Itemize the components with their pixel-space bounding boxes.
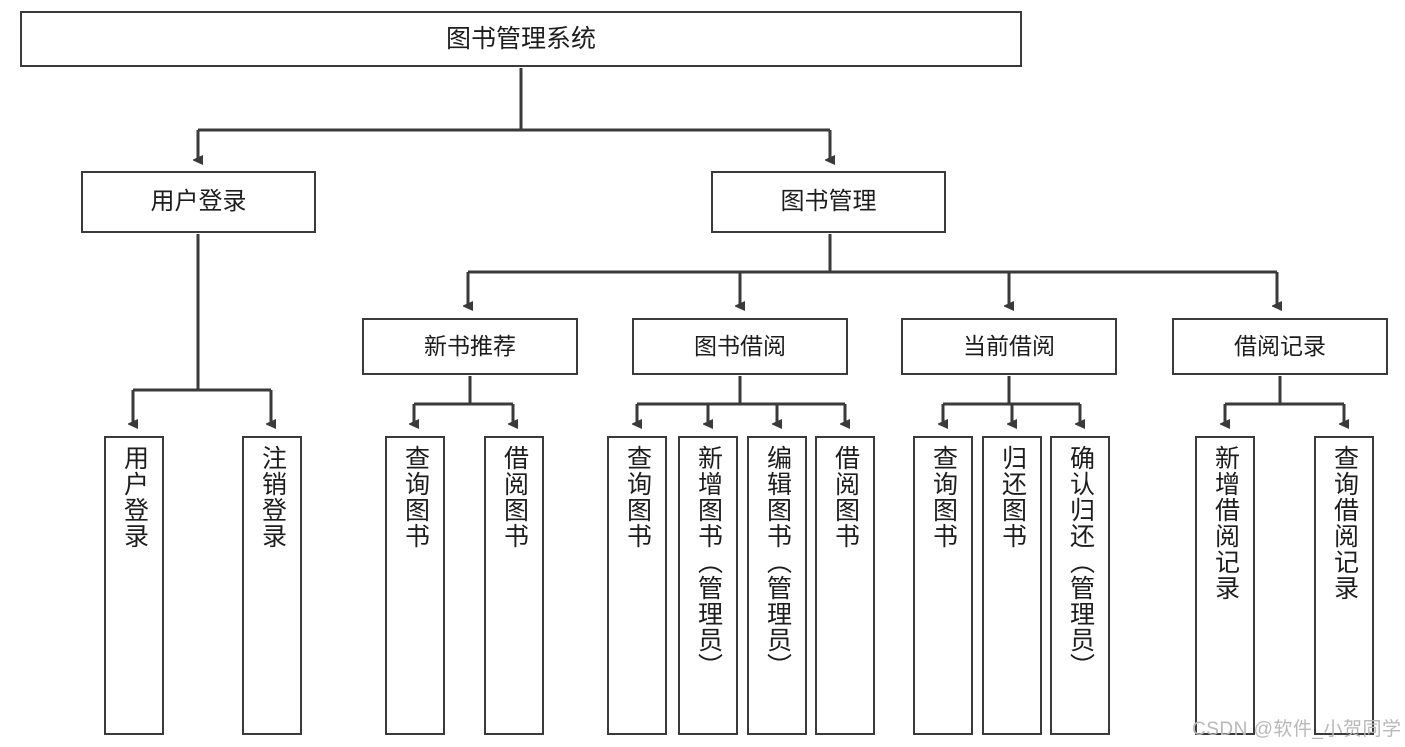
leaf-borrow-edit-book-admin[interactable]: 编辑图书（管理员） <box>747 436 807 735</box>
leaf-label: 查询图书 <box>623 445 652 549</box>
leaf-borrow-borrow-book[interactable]: 借阅图书 <box>815 436 875 735</box>
leaf-label: 注销登录 <box>258 445 287 549</box>
leaf-label: 借阅图书 <box>831 445 860 549</box>
leaf-current-return-book[interactable]: 归还图书 <box>982 436 1042 735</box>
leaf-record-add-record[interactable]: 新增借阅记录 <box>1195 436 1255 735</box>
leaf-label: 查询图书 <box>929 445 958 549</box>
node-current-borrow[interactable]: 当前借阅 <box>901 318 1117 375</box>
leaf-label: 借阅图书 <box>500 445 529 549</box>
node-new-book-recommend[interactable]: 新书推荐 <box>362 318 578 375</box>
leaf-label: 新增借阅记录 <box>1211 445 1240 601</box>
leaf-recommend-query-book[interactable]: 查询图书 <box>385 436 445 735</box>
leaf-label: 新增图书（管理员） <box>694 445 723 679</box>
leaf-label: 确认归还（管理员） <box>1066 445 1095 679</box>
node-borrow-record[interactable]: 借阅记录 <box>1172 318 1388 375</box>
leaf-label: 查询图书 <box>401 445 430 549</box>
leaf-recommend-borrow-book[interactable]: 借阅图书 <box>484 436 544 735</box>
node-book-borrow[interactable]: 图书借阅 <box>632 318 848 375</box>
node-user-login[interactable]: 用户登录 <box>81 171 316 233</box>
node-root-label: 图书管理系统 <box>445 24 596 53</box>
csdn-watermark: CSDN @软件_小贺同学 <box>1192 719 1402 740</box>
leaf-user-login-logout[interactable]: 注销登录 <box>242 436 302 735</box>
leaf-current-query-book[interactable]: 查询图书 <box>913 436 973 735</box>
node-new-book-recommend-label: 新书推荐 <box>424 333 516 360</box>
node-book-management-label: 图书管理 <box>780 188 877 216</box>
leaf-record-query-record[interactable]: 查询借阅记录 <box>1314 436 1374 735</box>
node-book-borrow-label: 图书借阅 <box>694 333 786 360</box>
leaf-label: 查询借阅记录 <box>1330 445 1359 601</box>
leaf-borrow-add-book-admin[interactable]: 新增图书（管理员） <box>678 436 738 735</box>
node-current-borrow-label: 当前借阅 <box>963 333 1055 360</box>
leaf-current-confirm-return-admin[interactable]: 确认归还（管理员） <box>1050 436 1110 735</box>
node-borrow-record-label: 借阅记录 <box>1234 333 1326 360</box>
node-root[interactable]: 图书管理系统 <box>20 11 1022 67</box>
leaf-label: 用户登录 <box>120 445 149 549</box>
node-book-management[interactable]: 图书管理 <box>711 171 946 233</box>
leaf-borrow-query-book[interactable]: 查询图书 <box>607 436 667 735</box>
leaf-user-login-login[interactable]: 用户登录 <box>104 436 164 735</box>
leaf-label: 归还图书 <box>998 445 1027 549</box>
node-user-login-label: 用户登录 <box>150 188 247 216</box>
leaf-label: 编辑图书（管理员） <box>763 445 792 679</box>
